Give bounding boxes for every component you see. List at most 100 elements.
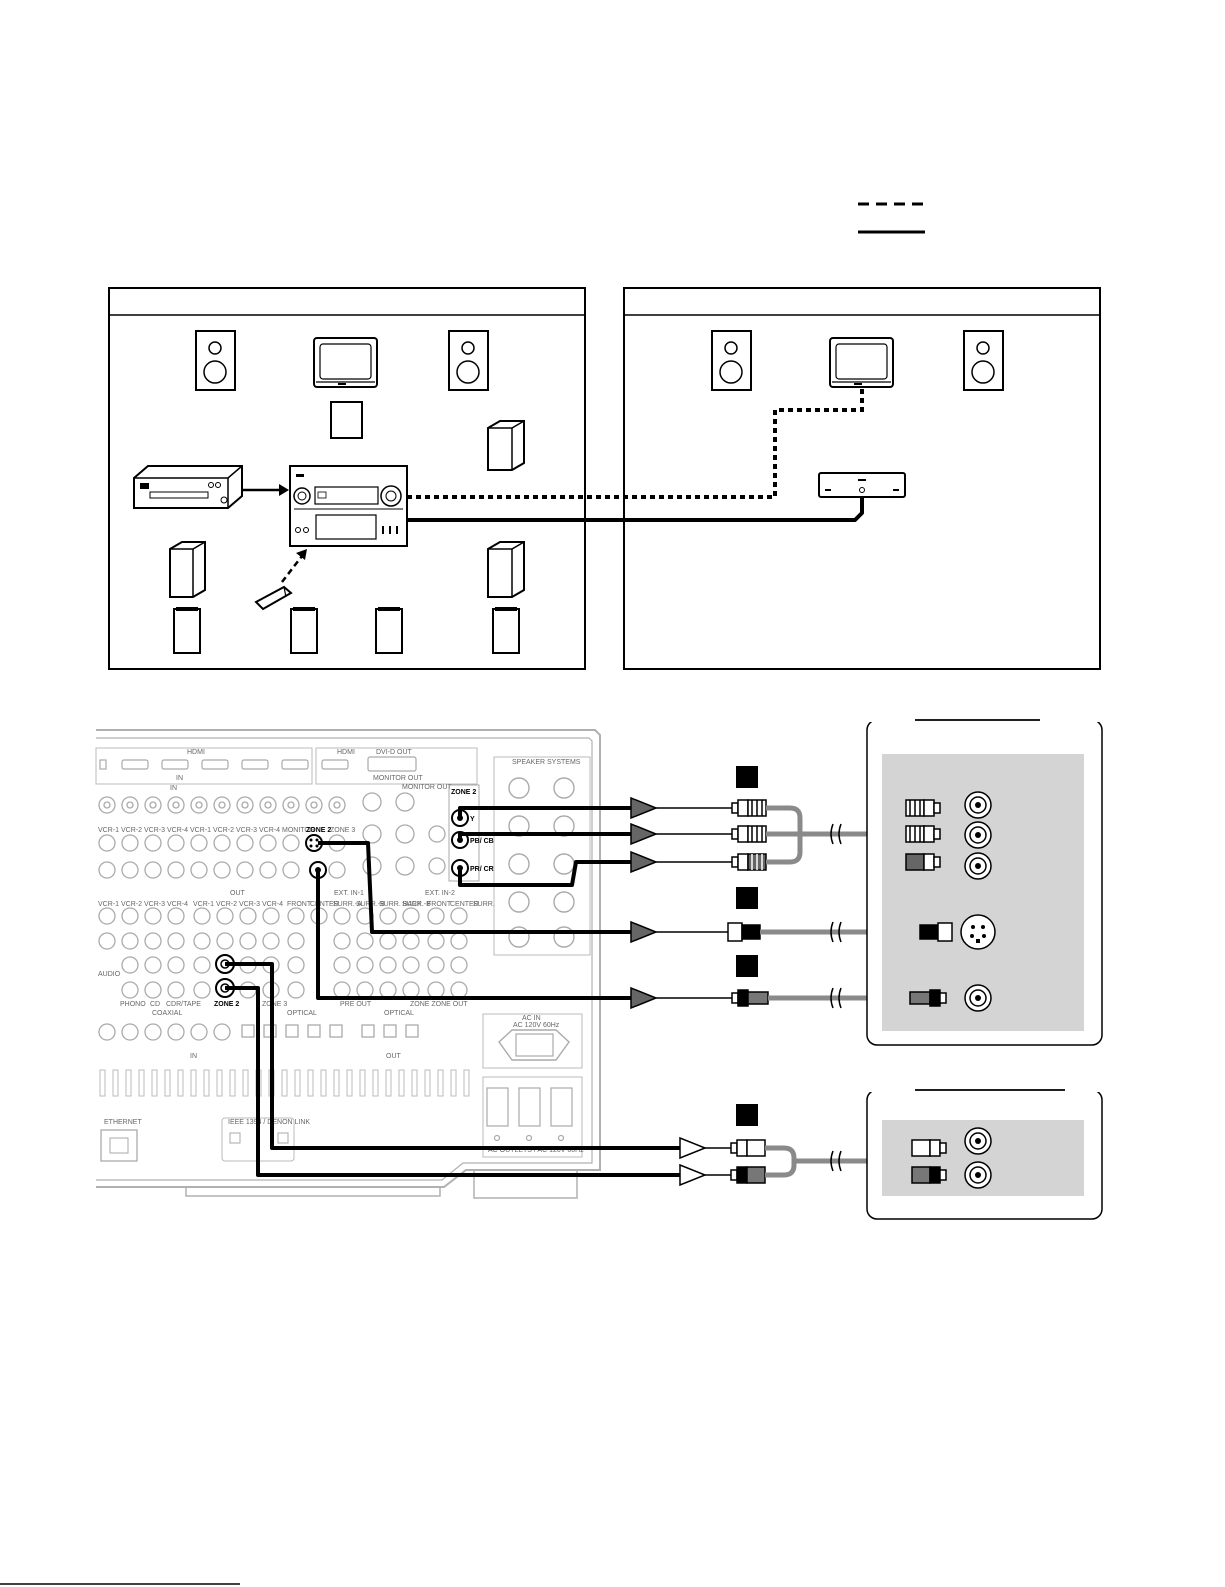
out-label: OUT [230, 890, 246, 897]
audio-jacks-grid [98, 907, 468, 999]
ieee-port-1 [229, 1132, 241, 1144]
component-y-cable [458, 806, 636, 818]
center-speaker-icon [330, 401, 363, 439]
chassis-foot-right [473, 1170, 578, 1199]
arrow-s-video [630, 920, 659, 944]
cable-break-marks [830, 823, 842, 1172]
monitor-out-component-jacks [362, 792, 446, 876]
s-video-cable [318, 841, 636, 934]
optical-in-label: OPTICAL [287, 1010, 317, 1017]
component-bundle-left [766, 805, 870, 865]
monitor-out-label-2: MONITOR OUT [402, 784, 452, 791]
out-col-17: SURR. [473, 901, 495, 908]
arrow-lead-lines [656, 807, 732, 1176]
ac-inlet-icon [498, 1029, 570, 1061]
out-col-1: VCR-1 [98, 901, 119, 908]
cdr-tape-label: CDR/TAPE [166, 1001, 201, 1008]
vcr-label-3: VCR-3 [144, 827, 165, 834]
chassis-outline [96, 729, 601, 1188]
dvi-d-out-port [367, 756, 417, 772]
s-video-zone2-label: ZONE 2 [306, 827, 331, 834]
ethernet-label: ETHERNET [104, 1119, 142, 1126]
s-video-zone3-label: ZONE 3 [330, 827, 355, 834]
phono-label: PHONO [120, 1001, 146, 1008]
ac-in-rating-label: AC 120V 60Hz [513, 1022, 560, 1029]
rca-plug-y [731, 799, 767, 817]
zone3-audio-out-label: ZONE 3 [262, 1001, 287, 1008]
tv-jacks [960, 791, 996, 1012]
hdmi-monitor-label: HDMI [337, 749, 355, 756]
rca-plug-pb [731, 825, 767, 843]
monitor-out-section [315, 747, 478, 785]
amp-audio-right-jack [964, 1161, 992, 1189]
monitor-label: MONITOR [282, 827, 315, 834]
video-link-dashed [407, 388, 864, 499]
audio-out-labels: OUT EXT. IN-1 EXT. IN-2 VCR-1 VCR-2 VCR-… [98, 890, 495, 908]
composite-video-cable [316, 870, 636, 1000]
legend [858, 202, 925, 234]
zone2-frame [623, 287, 1101, 670]
ac-in-section [482, 1013, 583, 1069]
digital-in-label: IN [190, 1053, 197, 1060]
audio-right-cable [225, 986, 680, 1177]
monitor-out-label: MONITOR OUT [373, 775, 423, 782]
coaxial-label: COAXIAL [152, 1010, 182, 1017]
zone2-y-label: Y [470, 816, 475, 823]
ac-outlets-section [482, 1076, 583, 1158]
hdmi-in-label: IN [176, 775, 183, 782]
dvi-d-out-label: DVI-D OUT [376, 749, 413, 756]
out-col-15: FRONT [427, 901, 452, 908]
dvd-to-receiver-arrowhead [279, 484, 289, 496]
main-zone-room [108, 287, 586, 670]
vcr-label-4: VCR-4 [167, 827, 188, 834]
chassis-foot-left [185, 1187, 441, 1197]
main-tv-icon [313, 337, 378, 388]
ethernet-port-inner [109, 1137, 129, 1154]
s-video-plug [727, 922, 761, 942]
tv-s-video-plug [919, 922, 953, 942]
zone2-left-speaker-icon [711, 330, 752, 391]
marker-audio [736, 1104, 758, 1126]
zone2-audio-out-label: ZONE 2 [214, 1001, 239, 1008]
cd-label: CD [150, 1001, 160, 1008]
vcr-label-2: VCR-2 [121, 827, 142, 834]
rca-plug-audio-left [730, 1139, 766, 1157]
ieee-port-2 [277, 1132, 289, 1144]
remote-control-icon [254, 585, 293, 611]
out-col-10: CENTER [310, 901, 339, 908]
out-col-2: VCR-2 [121, 901, 142, 908]
marker-component [736, 766, 758, 788]
dvd-player-icon [133, 465, 243, 509]
zone-zone-out-label: ZONE ZONE OUT [410, 1001, 468, 1008]
ac-outlets-label: AC OUTLETS / AC 120V 60Hz [488, 1147, 584, 1154]
speaker-terminals [508, 777, 575, 948]
surround-back-speaker-icon-2 [290, 607, 318, 654]
out-col-8: VCR-4 [262, 901, 283, 908]
surround-back-speaker-icon-4 [492, 607, 520, 654]
surround-right-speaker-icon [487, 541, 525, 598]
source-plugs [727, 799, 769, 1184]
optical-out-label: OPTICAL [384, 1010, 414, 1017]
amp-rca-plug-right [911, 1166, 947, 1184]
cooling-vents [99, 1069, 470, 1097]
audio-link-solid [407, 497, 864, 522]
ext-in1-label: EXT. IN-1 [334, 890, 364, 897]
hdmi-in-ports [99, 759, 309, 770]
component-pr-cable [458, 860, 636, 887]
component-pb-cable [458, 832, 636, 840]
zone2-component-label: ZONE 2 [451, 789, 476, 796]
tv-s-video-jack [960, 914, 996, 950]
audio-bundle-left [765, 1145, 880, 1178]
tv-rca-plug-composite [909, 989, 947, 1007]
remote-ir-arrowhead [296, 549, 307, 560]
out-col-3: VCR-3 [144, 901, 165, 908]
zone2-amplifier-icon [818, 472, 906, 498]
remote-ir-signal-dashed [281, 555, 303, 583]
hdmi-out-port [321, 759, 349, 770]
audio-left-cable [225, 962, 680, 1150]
digital-out-label: OUT [386, 1053, 402, 1060]
pre-out-label: PRE OUT [340, 1001, 372, 1008]
ext-in2-label: EXT. IN-2 [425, 890, 455, 897]
composite-jacks [98, 861, 346, 879]
